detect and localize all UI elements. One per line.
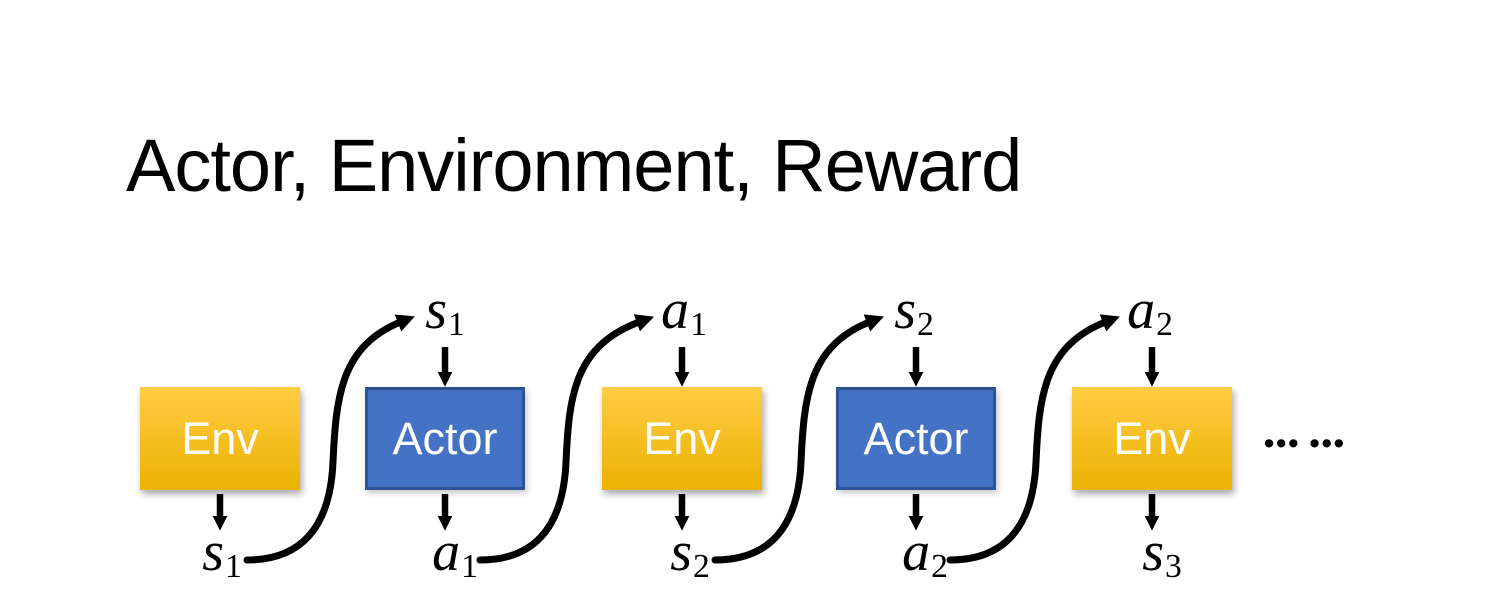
bottom-label-a2: a2 (902, 524, 948, 584)
box-env-1: Env (140, 387, 300, 490)
box-actor-1: Actor (365, 387, 525, 490)
math-base: s (202, 521, 224, 583)
math-base: s (425, 279, 447, 341)
math-base: a (1127, 279, 1156, 341)
transition-curve-2 (476, 314, 655, 564)
transition-curve-4 (946, 314, 1120, 564)
math-base: a (432, 521, 461, 583)
math-base: s (670, 521, 692, 583)
math-base: s (1142, 521, 1164, 583)
math-subscript: 2 (1156, 306, 1173, 344)
math-subscript: 1 (225, 548, 242, 586)
top-label-a2: a2 (1127, 282, 1173, 342)
top-label-a1: a1 (661, 282, 707, 342)
math-base: a (661, 279, 690, 341)
math-base: a (902, 521, 931, 583)
box-env-3: Env (1072, 387, 1232, 490)
bottom-label-a1: a1 (432, 524, 478, 584)
math-subscript: 1 (690, 306, 707, 344)
math-subscript: 3 (1165, 548, 1182, 586)
bottom-label-s3: s3 (1142, 524, 1182, 584)
bottom-label-s2: s2 (670, 524, 710, 584)
math-subscript: 2 (693, 548, 710, 586)
box-label-env-2: Env (643, 413, 721, 464)
slide-title: Actor, Environment, Reward (126, 124, 1022, 207)
transition-curve-1 (243, 314, 415, 564)
math-subscript: 1 (461, 548, 478, 586)
bottom-label-s1: s1 (202, 524, 242, 584)
transition-curve-3 (711, 314, 884, 564)
box-actor-2: Actor (836, 387, 996, 490)
box-label-actor-2: Actor (863, 413, 969, 464)
math-base: s (894, 279, 916, 341)
continuation-ellipsis: ••• ••• (1264, 430, 1346, 459)
ellipsis-dots-group-2: ••• (1309, 428, 1346, 460)
top-label-s1: s1 (425, 282, 465, 342)
top-label-s2: s2 (894, 282, 934, 342)
ellipsis-dots-group-1: ••• (1264, 428, 1301, 460)
math-subscript: 2 (931, 548, 948, 586)
box-env-2: Env (602, 387, 762, 490)
box-label-env-1: Env (181, 413, 259, 464)
math-subscript: 2 (917, 306, 934, 344)
box-label-actor-1: Actor (392, 413, 498, 464)
math-subscript: 1 (448, 306, 465, 344)
box-label-env-3: Env (1113, 413, 1191, 464)
